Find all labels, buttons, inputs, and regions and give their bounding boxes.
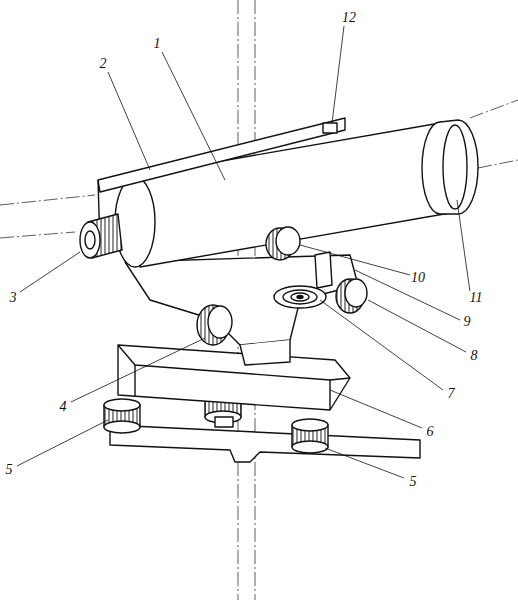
circular-bubble bbox=[274, 286, 326, 308]
foot-screw bbox=[104, 399, 140, 433]
callout-number: 5 bbox=[5, 463, 14, 477]
callout-number: 12 bbox=[341, 11, 357, 25]
callout-number: 11 bbox=[469, 291, 484, 305]
clamp-knob bbox=[336, 279, 367, 313]
callout-number: 8 bbox=[470, 349, 479, 363]
objective bbox=[422, 120, 478, 214]
eyepiece bbox=[80, 214, 122, 258]
callout-number: 4 bbox=[59, 400, 68, 414]
top-plate bbox=[98, 118, 345, 192]
focus-knob bbox=[266, 227, 332, 288]
callout-number: 2 bbox=[99, 57, 108, 71]
callout-number: 6 bbox=[426, 425, 435, 439]
callout-number: 3 bbox=[9, 291, 18, 305]
callout-number: 7 bbox=[447, 387, 456, 401]
foot-screw bbox=[292, 419, 328, 453]
tribrach bbox=[118, 345, 350, 410]
base-plate bbox=[110, 425, 420, 462]
callout-number: 5 bbox=[409, 475, 418, 489]
callout-number: 1 bbox=[153, 37, 162, 51]
callout-number: 10 bbox=[410, 271, 426, 285]
tube-end bbox=[115, 177, 155, 267]
leader-lines bbox=[17, 26, 470, 478]
sight bbox=[323, 123, 337, 133]
callout-number: 9 bbox=[463, 315, 472, 329]
